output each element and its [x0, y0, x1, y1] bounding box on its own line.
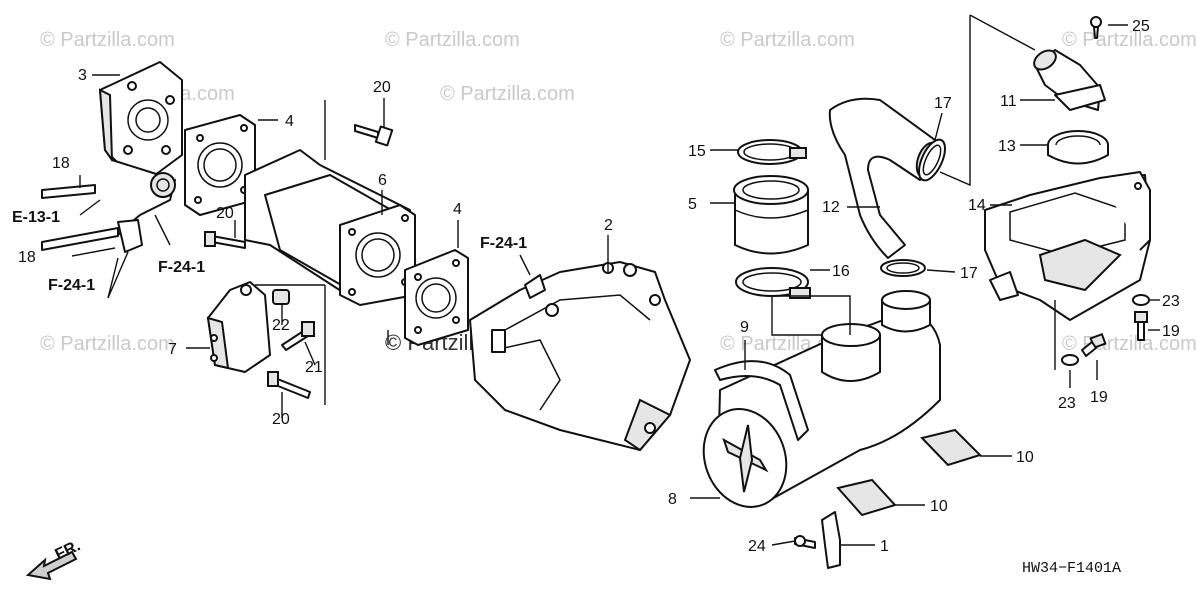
callout-23: 23 — [1162, 293, 1180, 310]
callout-17: 17 — [934, 95, 952, 112]
part-8-muffler[interactable] — [690, 290, 941, 519]
reference-labels: E-13-1 F-24-1 F-24-1 F-24-1 — [12, 209, 527, 294]
callout-20: 20 — [373, 79, 391, 96]
front-direction-indicator: FR. — [25, 537, 84, 581]
part-19-bolts[interactable] — [1081, 311, 1148, 357]
callout-8: 8 — [668, 491, 677, 508]
callout-12: 12 — [822, 199, 840, 216]
callout-21: 21 — [305, 359, 323, 376]
part-18-studs[interactable] — [41, 184, 119, 251]
callout-4: 4 — [285, 113, 294, 130]
callout-10: 10 — [930, 498, 948, 515]
callout-5: 5 — [688, 196, 697, 213]
leader-lines — [71, 14, 1160, 546]
part-13-seal[interactable] — [1047, 130, 1109, 165]
part-16-clamp[interactable] — [735, 267, 811, 299]
part-7-bracket[interactable] — [206, 281, 271, 373]
part-20-bolts[interactable] — [204, 124, 394, 399]
callout-4: 4 — [453, 201, 462, 218]
callout-18: 18 — [52, 155, 70, 172]
callout-14: 14 — [968, 197, 986, 214]
part-11-elbow[interactable] — [1031, 47, 1106, 111]
watermark: © Partzilla.com — [40, 29, 175, 51]
part-4-gasket-right[interactable] — [404, 249, 469, 346]
part-10-pad-top[interactable] — [920, 428, 982, 467]
part-3-bracket[interactable] — [98, 61, 183, 253]
diagram-code: HW34−F1401A — [1022, 560, 1121, 577]
ref-f-24-1: F-24-1 — [48, 277, 95, 294]
callout-1: 1 — [880, 538, 889, 555]
callout-13: 13 — [998, 138, 1016, 155]
watermark: © Partzilla.com — [40, 333, 175, 355]
part-15-clamp[interactable] — [737, 139, 807, 165]
callout-labels: 3 4 4 6 7 18 18 20 20 20 22 21 2 15 5 16… — [18, 18, 1180, 555]
part-17-clamp-bottom[interactable] — [880, 259, 926, 277]
watermark: © Partzilla.com — [385, 29, 520, 51]
callout-7: 7 — [168, 341, 177, 358]
part-4-gasket-left[interactable] — [184, 114, 256, 216]
part-2-housing[interactable] — [469, 261, 691, 452]
part-21-bolt[interactable] — [281, 321, 315, 351]
part-22-nut[interactable] — [272, 289, 290, 305]
part-23-washers[interactable] — [1061, 294, 1150, 366]
callout-25: 25 — [1132, 18, 1150, 35]
part-10-pad-bottom[interactable] — [836, 478, 897, 517]
watermark: © Partzilla.com — [1062, 29, 1197, 51]
part-14-box[interactable] — [984, 171, 1151, 321]
callout-17: 17 — [960, 265, 978, 282]
callout-18: 18 — [18, 249, 36, 266]
callout-3: 3 — [78, 67, 87, 84]
ref-f-24-1: F-24-1 — [480, 235, 527, 252]
watermark: © Partzilla.com — [440, 83, 575, 105]
part-17-clamp-top[interactable] — [914, 136, 951, 184]
part-5-sleeve[interactable] — [733, 175, 809, 255]
part-9-strap[interactable] — [714, 360, 809, 441]
callout-24: 24 — [748, 538, 766, 555]
part-25-screw[interactable] — [1090, 16, 1102, 39]
callout-11: 11 — [1000, 93, 1017, 110]
callout-22: 22 — [272, 317, 290, 334]
callout-19: 19 — [1162, 323, 1180, 340]
callout-20: 20 — [272, 411, 290, 428]
callout-19: 19 — [1090, 389, 1108, 406]
callout-6: 6 — [378, 172, 387, 189]
callout-16: 16 — [832, 263, 850, 280]
part-6-pipe[interactable] — [244, 149, 416, 306]
callout-2: 2 — [604, 217, 613, 234]
ref-e-13-1: E-13-1 — [12, 209, 60, 226]
part-1-clip[interactable] — [821, 511, 841, 569]
callout-23: 23 — [1058, 395, 1076, 412]
direction-label: FR. — [53, 537, 84, 563]
callout-15: 15 — [688, 143, 706, 160]
ref-f-24-1: F-24-1 — [158, 259, 205, 276]
callout-10: 10 — [1016, 449, 1034, 466]
arrow-icon — [25, 550, 78, 581]
watermark: © Partzilla.com — [720, 29, 855, 51]
callout-20: 20 — [216, 205, 234, 222]
callout-9: 9 — [740, 319, 749, 336]
part-24-pin[interactable] — [794, 535, 816, 549]
